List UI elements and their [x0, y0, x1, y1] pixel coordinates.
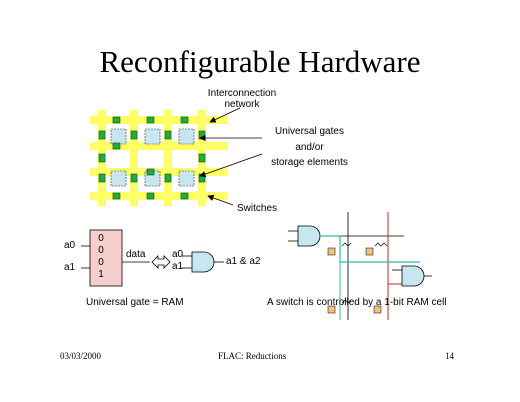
footer-page-number: 14 [445, 351, 454, 361]
ram-bit: 0 [98, 245, 104, 256]
equivalence-arrow [151, 255, 171, 269]
input-a1-label: a1 [64, 262, 76, 273]
interconnect-label-line2: network [224, 99, 260, 110]
gate-blocks [110, 128, 195, 187]
interconnect-arrow [209, 107, 241, 123]
ram-caption: Universal gate = RAM [86, 297, 184, 308]
interconnect-label-line1: Interconnection [207, 88, 277, 99]
switches [98, 116, 206, 200]
gate-output-label: a1 & a2 [226, 256, 261, 267]
interconnection-network [90, 110, 228, 206]
ram-bit: 0 [98, 233, 104, 244]
switches-arrow [207, 194, 234, 206]
ram-bit: 0 [98, 257, 104, 268]
gate-input-a1: a1 [172, 261, 184, 272]
ram-block [81, 229, 150, 287]
footer-date: 03/03/2000 [60, 351, 102, 361]
gates-label-line2: and/or [295, 142, 324, 153]
data-label: data [126, 249, 146, 260]
switches-label: Switches [237, 203, 278, 214]
ram-bit: 1 [98, 269, 104, 280]
switch-diagram [288, 212, 432, 320]
gate-input-a0: a0 [172, 249, 184, 260]
slide-title: Reconfigurable Hardware [99, 44, 421, 79]
footer-course: FLAC: Reductions [218, 351, 287, 361]
gates-arrow-2 [199, 153, 263, 178]
and-gate-icon [182, 251, 224, 273]
input-a0-label: a0 [64, 240, 76, 251]
switch-caption: A switch is controlled by a 1-bit RAM ce… [267, 297, 447, 308]
gates-label-line3: storage elements [271, 157, 348, 168]
ram-bits: 0 0 0 1 [95, 233, 107, 281]
gates-label-line1: Universal gates [275, 126, 344, 137]
